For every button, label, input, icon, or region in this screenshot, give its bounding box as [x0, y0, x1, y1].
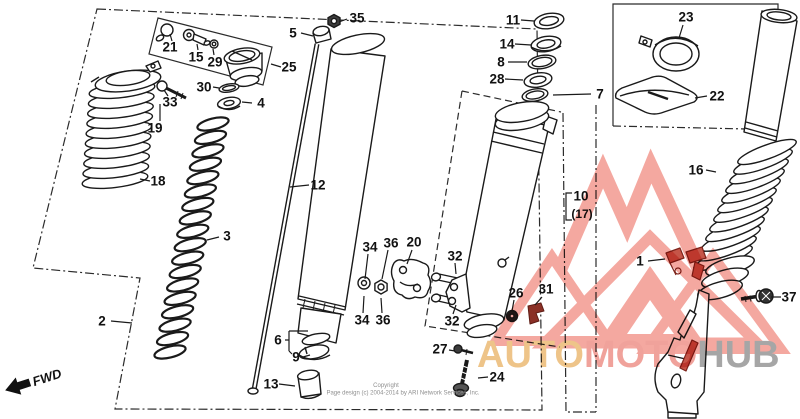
copyright: Copyright Page design (c) 2004-2014 by A… — [326, 383, 479, 397]
part-25-fork-cap — [223, 47, 263, 88]
part-label-34: 34 — [362, 240, 378, 255]
seal-stack — [521, 12, 565, 103]
part-label-14: 14 — [499, 37, 515, 52]
part-label-32: 32 — [444, 314, 459, 329]
part-label-21: 21 — [162, 40, 178, 55]
part-27-screw — [453, 344, 474, 356]
part-label-27: 27 — [432, 342, 447, 357]
fork-boot-left — [81, 80, 156, 190]
fwd-arrow: FWD — [5, 365, 64, 395]
watermark-text-moto: MOTO — [584, 334, 697, 376]
part-31-stopper — [527, 302, 545, 325]
part-label-33: 33 — [162, 95, 178, 110]
part-label-18: 18 — [150, 174, 166, 189]
fwd-arrowhead-icon — [5, 377, 32, 395]
part-23-band-clamp — [638, 35, 700, 72]
boot-cap-19 — [90, 60, 162, 93]
part-label-29: 29 — [207, 55, 222, 70]
part-label-7: 7 — [596, 87, 604, 102]
part-label-20: 20 — [406, 235, 421, 250]
main-assembly-box — [32, 8, 543, 411]
fwd-label: FWD — [31, 365, 64, 389]
part-label-5: 5 — [289, 26, 297, 41]
part-label-1: 1 — [636, 254, 644, 269]
part-label-4: 4 — [257, 96, 265, 111]
part-34-washer — [357, 276, 371, 290]
part-36-nut — [374, 279, 388, 295]
part-13-oil-lock — [296, 369, 322, 400]
complete-fork-upper-tube — [743, 8, 798, 142]
labels-layer: 12345678910(17)1112131415161819202122232… — [98, 10, 796, 392]
part-33-bolt — [156, 80, 187, 100]
watermark: AUTOMOTOHUB — [477, 148, 791, 376]
part-label-31: 31 — [538, 282, 554, 297]
part-21-cap — [160, 23, 174, 37]
line-art — [81, 8, 798, 419]
part-label-37: 37 — [781, 290, 796, 305]
part-label-2: 2 — [98, 314, 106, 329]
slider-subassembly-box — [424, 90, 562, 348]
leader-lines — [110, 18, 781, 387]
part-20-bracket — [390, 258, 432, 300]
part-label-6: 6 — [274, 333, 282, 348]
watermark-triforce — [598, 266, 704, 343]
reflector-box-bottom — [612, 125, 749, 130]
part-label-32: 32 — [447, 249, 462, 264]
part-12-damper-rod — [247, 43, 320, 395]
cap-kit-parts — [155, 23, 263, 88]
part-label-13: 13 — [263, 377, 279, 392]
part-label-22: 22 — [709, 89, 724, 104]
copyright-line2: Page design (c) 2004-2014 by ARI Network… — [326, 391, 479, 397]
part-label-23: 23 — [678, 10, 694, 25]
part-label-28: 28 — [489, 72, 505, 87]
part-label-36: 36 — [375, 313, 391, 328]
watermark-m-shape — [553, 148, 710, 281]
copyright-line1: Copyright — [373, 383, 399, 389]
part-label-12: 12 — [310, 178, 325, 193]
part-label-11: 11 — [506, 13, 521, 28]
watermark-text-hub: HUB — [697, 334, 779, 376]
part-label-9: 9 — [292, 350, 300, 365]
part-label-8: 8 — [497, 55, 505, 70]
watermark-text: AUTOMOTOHUB — [477, 334, 780, 376]
part-label-15: 15 — [188, 50, 204, 65]
part-label-36: 36 — [383, 236, 399, 251]
part-label-34: 34 — [354, 313, 370, 328]
part-9-bushing — [298, 344, 331, 361]
part-16-fork-boot — [693, 138, 797, 272]
part-22-reflector — [614, 75, 698, 115]
part-35-nut — [327, 13, 341, 29]
watermark-mountain-right — [636, 247, 791, 354]
part-label-19: 19 — [147, 121, 162, 136]
part-5-cap — [312, 25, 332, 44]
part-label-3: 3 — [223, 229, 231, 244]
slider-subassembly-box-right — [562, 112, 596, 413]
part-6-fork-tube — [296, 32, 386, 346]
part-label-25: 25 — [281, 60, 297, 75]
watermark-text-auto: AUTO — [477, 334, 584, 376]
cap-kit-box — [148, 17, 273, 86]
part-label-24: 24 — [489, 370, 505, 385]
part-24-bolt — [452, 359, 470, 398]
part-label-16: 16 — [688, 163, 704, 178]
part-label-30: 30 — [196, 80, 211, 95]
part-label-35: 35 — [349, 11, 365, 26]
fork-slider-left — [445, 100, 558, 339]
fork-spring — [153, 116, 230, 360]
